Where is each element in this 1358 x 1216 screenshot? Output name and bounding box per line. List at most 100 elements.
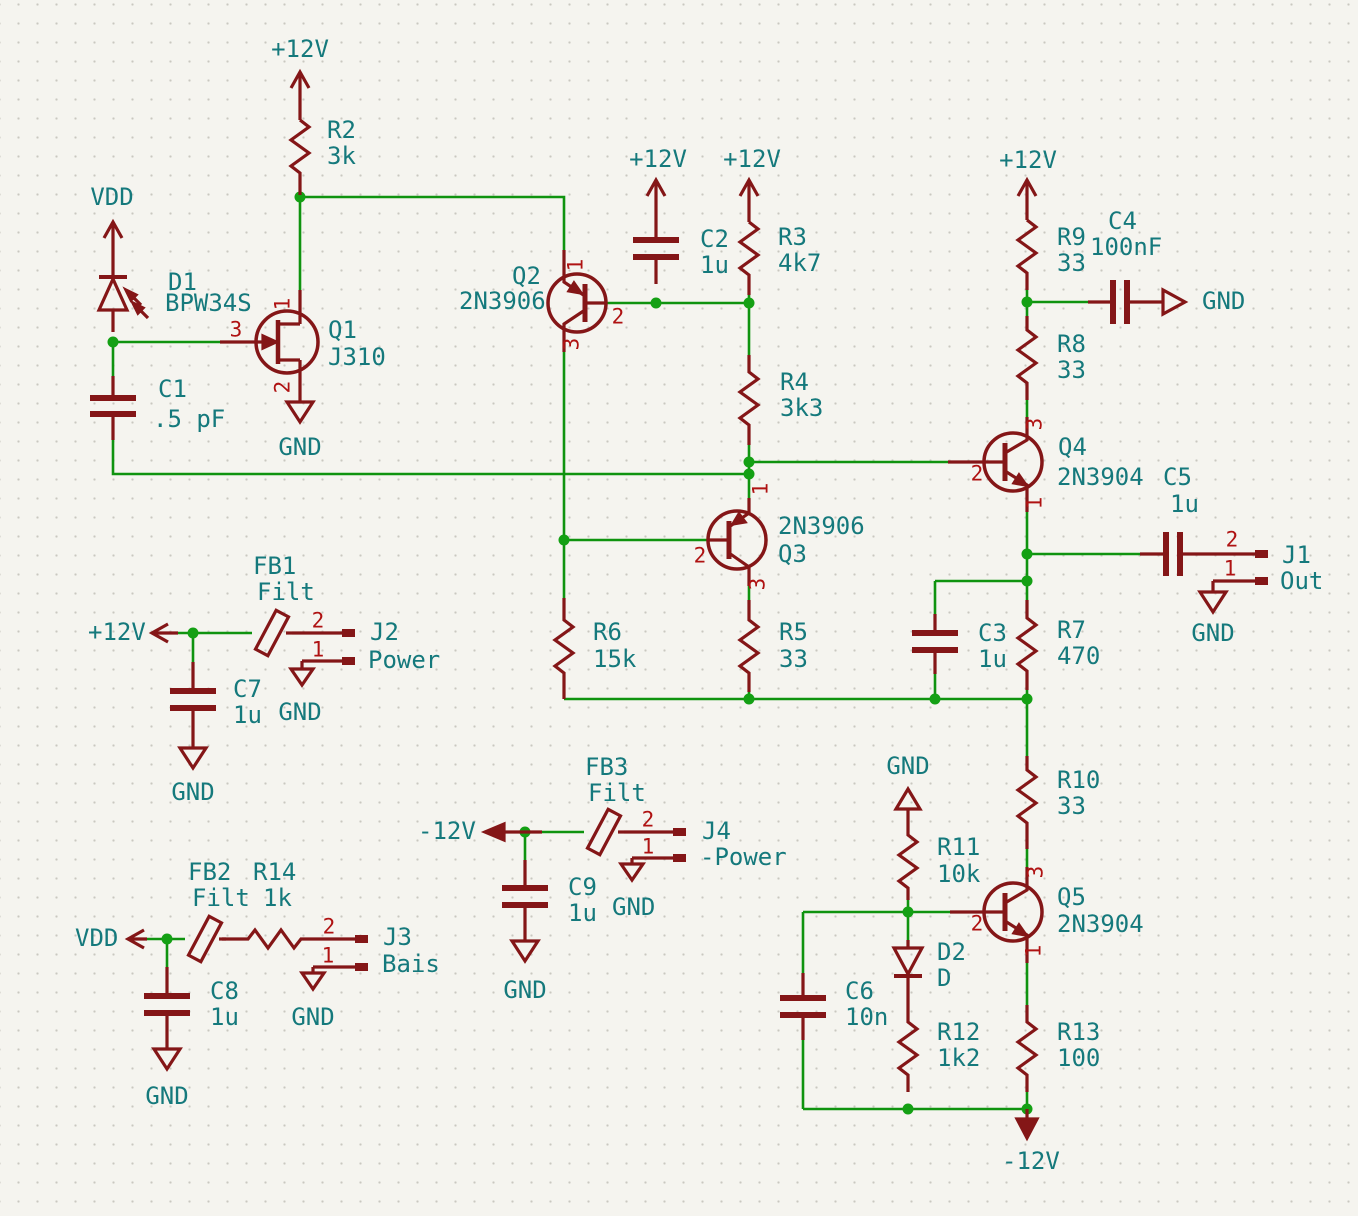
gnd-triangle-icon bbox=[287, 667, 317, 688]
gnd-triangle-icon bbox=[151, 1047, 183, 1072]
ferrite-bead-FB3[interactable] bbox=[585, 807, 624, 857]
resistor-R12[interactable] bbox=[896, 990, 920, 1092]
capacitor-C6[interactable] bbox=[780, 973, 826, 1040]
cap-plates bbox=[144, 993, 190, 1016]
capacitor-C7[interactable] bbox=[170, 662, 216, 748]
connector-J3[interactable] bbox=[311, 935, 368, 973]
light-arrow-head-icon bbox=[129, 299, 146, 316]
resistor-R10[interactable] bbox=[1015, 756, 1039, 849]
light-arrow-head-icon bbox=[122, 286, 139, 303]
power-flag-minus12v-fb3[interactable] bbox=[480, 821, 542, 843]
bjt-leads bbox=[948, 417, 1029, 512]
pin-q4-1: 1 bbox=[1022, 496, 1047, 510]
val-r2: 3k bbox=[327, 141, 356, 170]
junction bbox=[294, 191, 306, 203]
capacitor-C9[interactable] bbox=[502, 860, 548, 941]
gnd-symbol-j4[interactable] bbox=[617, 862, 647, 883]
gate-arrow-icon bbox=[261, 333, 280, 351]
pin-q5-1: 1 bbox=[1021, 944, 1046, 958]
capacitor-C3[interactable] bbox=[912, 614, 958, 674]
gnd-symbol-j2[interactable] bbox=[287, 667, 317, 688]
pin-q5-3: 3 bbox=[1023, 865, 1048, 879]
junction bbox=[107, 336, 119, 348]
cap-plates bbox=[633, 237, 679, 260]
resistor-R9[interactable] bbox=[1015, 218, 1039, 290]
resistor-R14[interactable] bbox=[222, 927, 355, 951]
pnp-transistor-Q3[interactable] bbox=[706, 498, 768, 586]
jfet-Q1[interactable] bbox=[220, 290, 320, 402]
power-flag-plus12v-r3[interactable] bbox=[738, 176, 760, 222]
pin-q5-2: 2 bbox=[970, 911, 984, 936]
capacitor-C4[interactable] bbox=[1088, 280, 1163, 324]
gnd-symbol-c9[interactable] bbox=[509, 939, 541, 964]
power-flag-vdd-d1[interactable] bbox=[102, 218, 124, 277]
pin-j2-2: 2 bbox=[311, 608, 325, 633]
emitter-arrow-icon bbox=[1011, 922, 1030, 938]
power-flag-plus12v-r2[interactable] bbox=[289, 68, 311, 120]
resistor-body bbox=[288, 118, 312, 195]
resistor-R5[interactable] bbox=[737, 600, 761, 692]
resistor-R8[interactable] bbox=[1015, 316, 1039, 400]
ref-d1: D1 bbox=[168, 267, 197, 296]
capacitor-C8[interactable] bbox=[144, 967, 190, 1049]
val-fb1: Filt bbox=[257, 577, 315, 606]
ferrite-bead-FB2[interactable] bbox=[186, 914, 226, 964]
bead-rect bbox=[253, 608, 291, 658]
connector-J2[interactable] bbox=[292, 629, 355, 669]
gnd-triangle-icon bbox=[284, 400, 316, 425]
gnd-symbol-j1[interactable] bbox=[1197, 590, 1229, 615]
capacitor-C5[interactable] bbox=[1140, 532, 1183, 576]
power-flag-plus12v-r9[interactable] bbox=[1016, 176, 1038, 220]
power-flag-plus12v-c2[interactable] bbox=[645, 176, 667, 237]
junction bbox=[743, 456, 755, 468]
resistor-R2[interactable] bbox=[288, 118, 312, 195]
junction-dots bbox=[107, 191, 1033, 1115]
resistor-R13[interactable] bbox=[1015, 1005, 1039, 1092]
pin-q4-3: 3 bbox=[1022, 417, 1047, 431]
resistor-body bbox=[1015, 218, 1039, 290]
ref-j4: J4 bbox=[702, 816, 731, 845]
gnd-symbol-c7[interactable] bbox=[177, 746, 209, 771]
resistor-R3[interactable] bbox=[737, 220, 761, 295]
gnd-symbol-c8[interactable] bbox=[151, 1047, 183, 1072]
power-flag-gnd-r11[interactable] bbox=[893, 785, 923, 822]
power-flag-plus12v-fb1[interactable] bbox=[148, 622, 178, 644]
photodiode-D1[interactable] bbox=[96, 275, 150, 332]
connector-J4[interactable] bbox=[624, 828, 686, 864]
resistor-R6[interactable] bbox=[552, 598, 576, 699]
connector-J1[interactable] bbox=[1183, 550, 1268, 592]
left-arrow-icon bbox=[124, 928, 147, 950]
pnp-transistor-Q2[interactable] bbox=[546, 250, 608, 352]
net-label-plus12v-fb1: +12V bbox=[88, 617, 146, 646]
pin-q2-1: 1 bbox=[563, 258, 588, 272]
pin-j1-2: 2 bbox=[1225, 527, 1239, 552]
val-q3: 2N3906 bbox=[778, 511, 865, 540]
gnd-symbol-j3[interactable] bbox=[298, 971, 328, 992]
ref-q3: Q3 bbox=[778, 539, 807, 568]
up-arrow-icon bbox=[289, 68, 311, 120]
resistor-R4[interactable] bbox=[737, 355, 761, 445]
power-flag-minus12v-bottom[interactable] bbox=[1014, 1109, 1040, 1142]
diode-D2[interactable] bbox=[891, 940, 925, 990]
emitter-arrow-icon bbox=[729, 511, 748, 527]
gnd-symbol-q1[interactable] bbox=[284, 400, 316, 425]
resistor-R7[interactable] bbox=[1015, 600, 1039, 690]
capacitor-C1[interactable] bbox=[90, 376, 136, 440]
ref-r6: R6 bbox=[593, 617, 622, 646]
power-flag-vdd-fb2[interactable] bbox=[124, 928, 147, 950]
pin-j3-1: 1 bbox=[321, 943, 335, 968]
junction bbox=[902, 1103, 914, 1115]
ref-c7: C7 bbox=[233, 674, 262, 703]
val-r13: 100 bbox=[1057, 1043, 1101, 1072]
ref-d2: D2 bbox=[937, 937, 966, 966]
up-arrow-icon bbox=[738, 176, 760, 222]
ferrite-bead-FB1[interactable] bbox=[253, 608, 292, 658]
npn-transistor-Q4[interactable] bbox=[948, 417, 1044, 512]
gnd-symbol-c4[interactable] bbox=[1161, 287, 1189, 317]
resistor-R11[interactable] bbox=[896, 822, 920, 900]
capacitor-C2[interactable] bbox=[633, 237, 679, 284]
junction bbox=[1021, 296, 1033, 308]
npn-transistor-Q5[interactable] bbox=[950, 867, 1044, 963]
